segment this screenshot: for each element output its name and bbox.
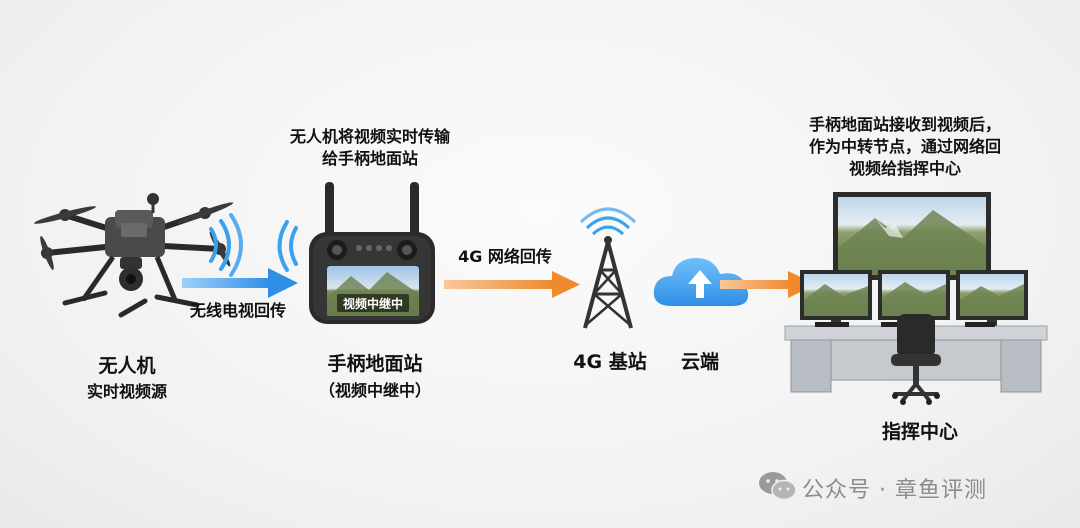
cell-tower-icon [563, 212, 653, 332]
drone-name: 无人机 [72, 354, 182, 378]
base-station-label: 4G 基站 [555, 350, 665, 374]
relay-caption-line-1: 无人机将视频实时传输 [250, 126, 490, 148]
controller-status: （视频中继中） [285, 380, 465, 402]
center-caption-line-2: 作为中转节点，通过网络回 [770, 136, 1040, 158]
cloud-label: 云端 [660, 350, 740, 374]
command-center-label: 指挥中心 [860, 420, 980, 444]
controller-name: 手柄地面站 [300, 352, 450, 376]
center-caption-line-3: 视频给指挥中心 [770, 158, 1040, 180]
command-center-illustration [785, 188, 1055, 418]
4g-link-label: 4G 网络回传 [440, 246, 570, 268]
controller-screen-text: 视频中继中 [337, 296, 409, 312]
wechat-icon [758, 470, 798, 502]
controller-illustration [303, 178, 453, 338]
controller-signal-icon [268, 218, 302, 274]
center-caption-line-1: 手柄地面站接收到视频后， [770, 114, 1040, 136]
watermark-text: 公众号 · 章鱼评测 [802, 472, 1062, 504]
relay-caption-line-2: 给手柄地面站 [250, 148, 490, 170]
wireless-link-label: 无线电视回传 [168, 300, 308, 322]
drone-role: 实时视频源 [52, 381, 202, 403]
